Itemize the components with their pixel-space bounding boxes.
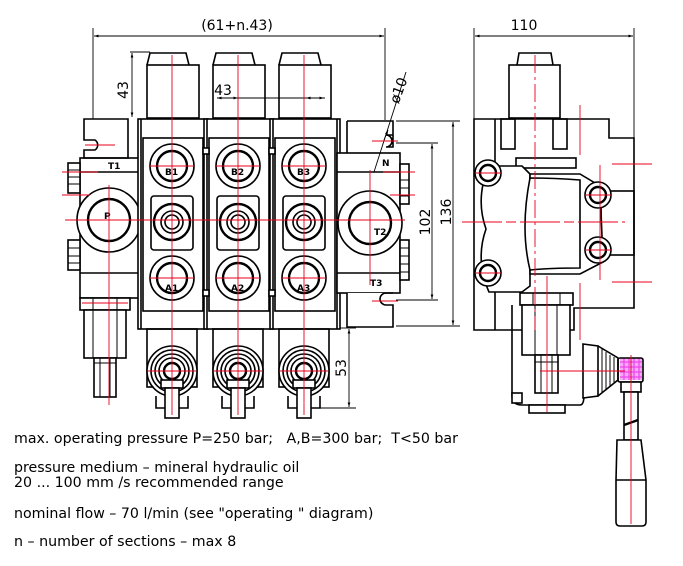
centerlines-front [62, 55, 415, 415]
spec-nominal-flow: nominal flow – 70 l/min (see "operating … [14, 506, 374, 522]
overall-width-label: (61+n.43) [201, 18, 273, 34]
section-pitch-label: 43 [214, 83, 232, 99]
side-width-label: 110 [511, 18, 538, 34]
vertical-dimensions: 102 136 [396, 120, 460, 327]
actuator-caps [146, 52, 332, 119]
centerlines-side [462, 55, 652, 524]
port-t3-label: T3 [370, 279, 382, 289]
hole-spacing-label: 102 [418, 209, 434, 236]
side-width-dimension: 110 [473, 18, 635, 138]
spec-pressure-medium: pressure medium – mineral hydraulic oil [14, 460, 300, 476]
hole-diameter-label: ø10 [387, 75, 411, 105]
outlet-cover: T2 T3 N [336, 120, 410, 328]
section-2: B2 A2 [203, 118, 275, 330]
section-pitch-dimension: 43 [214, 83, 325, 100]
lever-length-label: 53 [334, 359, 350, 377]
port-t1-label: T1 [108, 162, 120, 172]
front-view: (61+n.43) 43 [62, 18, 460, 419]
inlet-cover: P T1 [67, 118, 142, 398]
spec-viscosity-range: 20 ... 100 mm /s recommended range [14, 475, 284, 491]
overall-width-dimension: (61+n.43) [92, 18, 386, 120]
lever-length-dimension: 53 [320, 327, 356, 409]
mount-height-label: 136 [439, 199, 455, 226]
section-3: B3 A3 [269, 118, 341, 330]
port-p-label: P [104, 212, 111, 222]
lever-pivot-highlight [617, 357, 644, 393]
actuator-height-label: 43 [116, 81, 132, 99]
port-n-label: N [382, 159, 390, 169]
spec-max-sections: n – number of sections – max 8 [14, 534, 237, 550]
working-sections: B1 A1 B2 A2 [137, 118, 341, 330]
actuator-height-dimension: 43 [116, 51, 150, 117]
section-1: B1 A1 [137, 118, 209, 330]
port-t2-label: T2 [374, 228, 386, 238]
side-view: 110 [462, 18, 652, 527]
spec-max-pressure: max. operating pressure P=250 bar; A,B=3… [14, 431, 458, 447]
